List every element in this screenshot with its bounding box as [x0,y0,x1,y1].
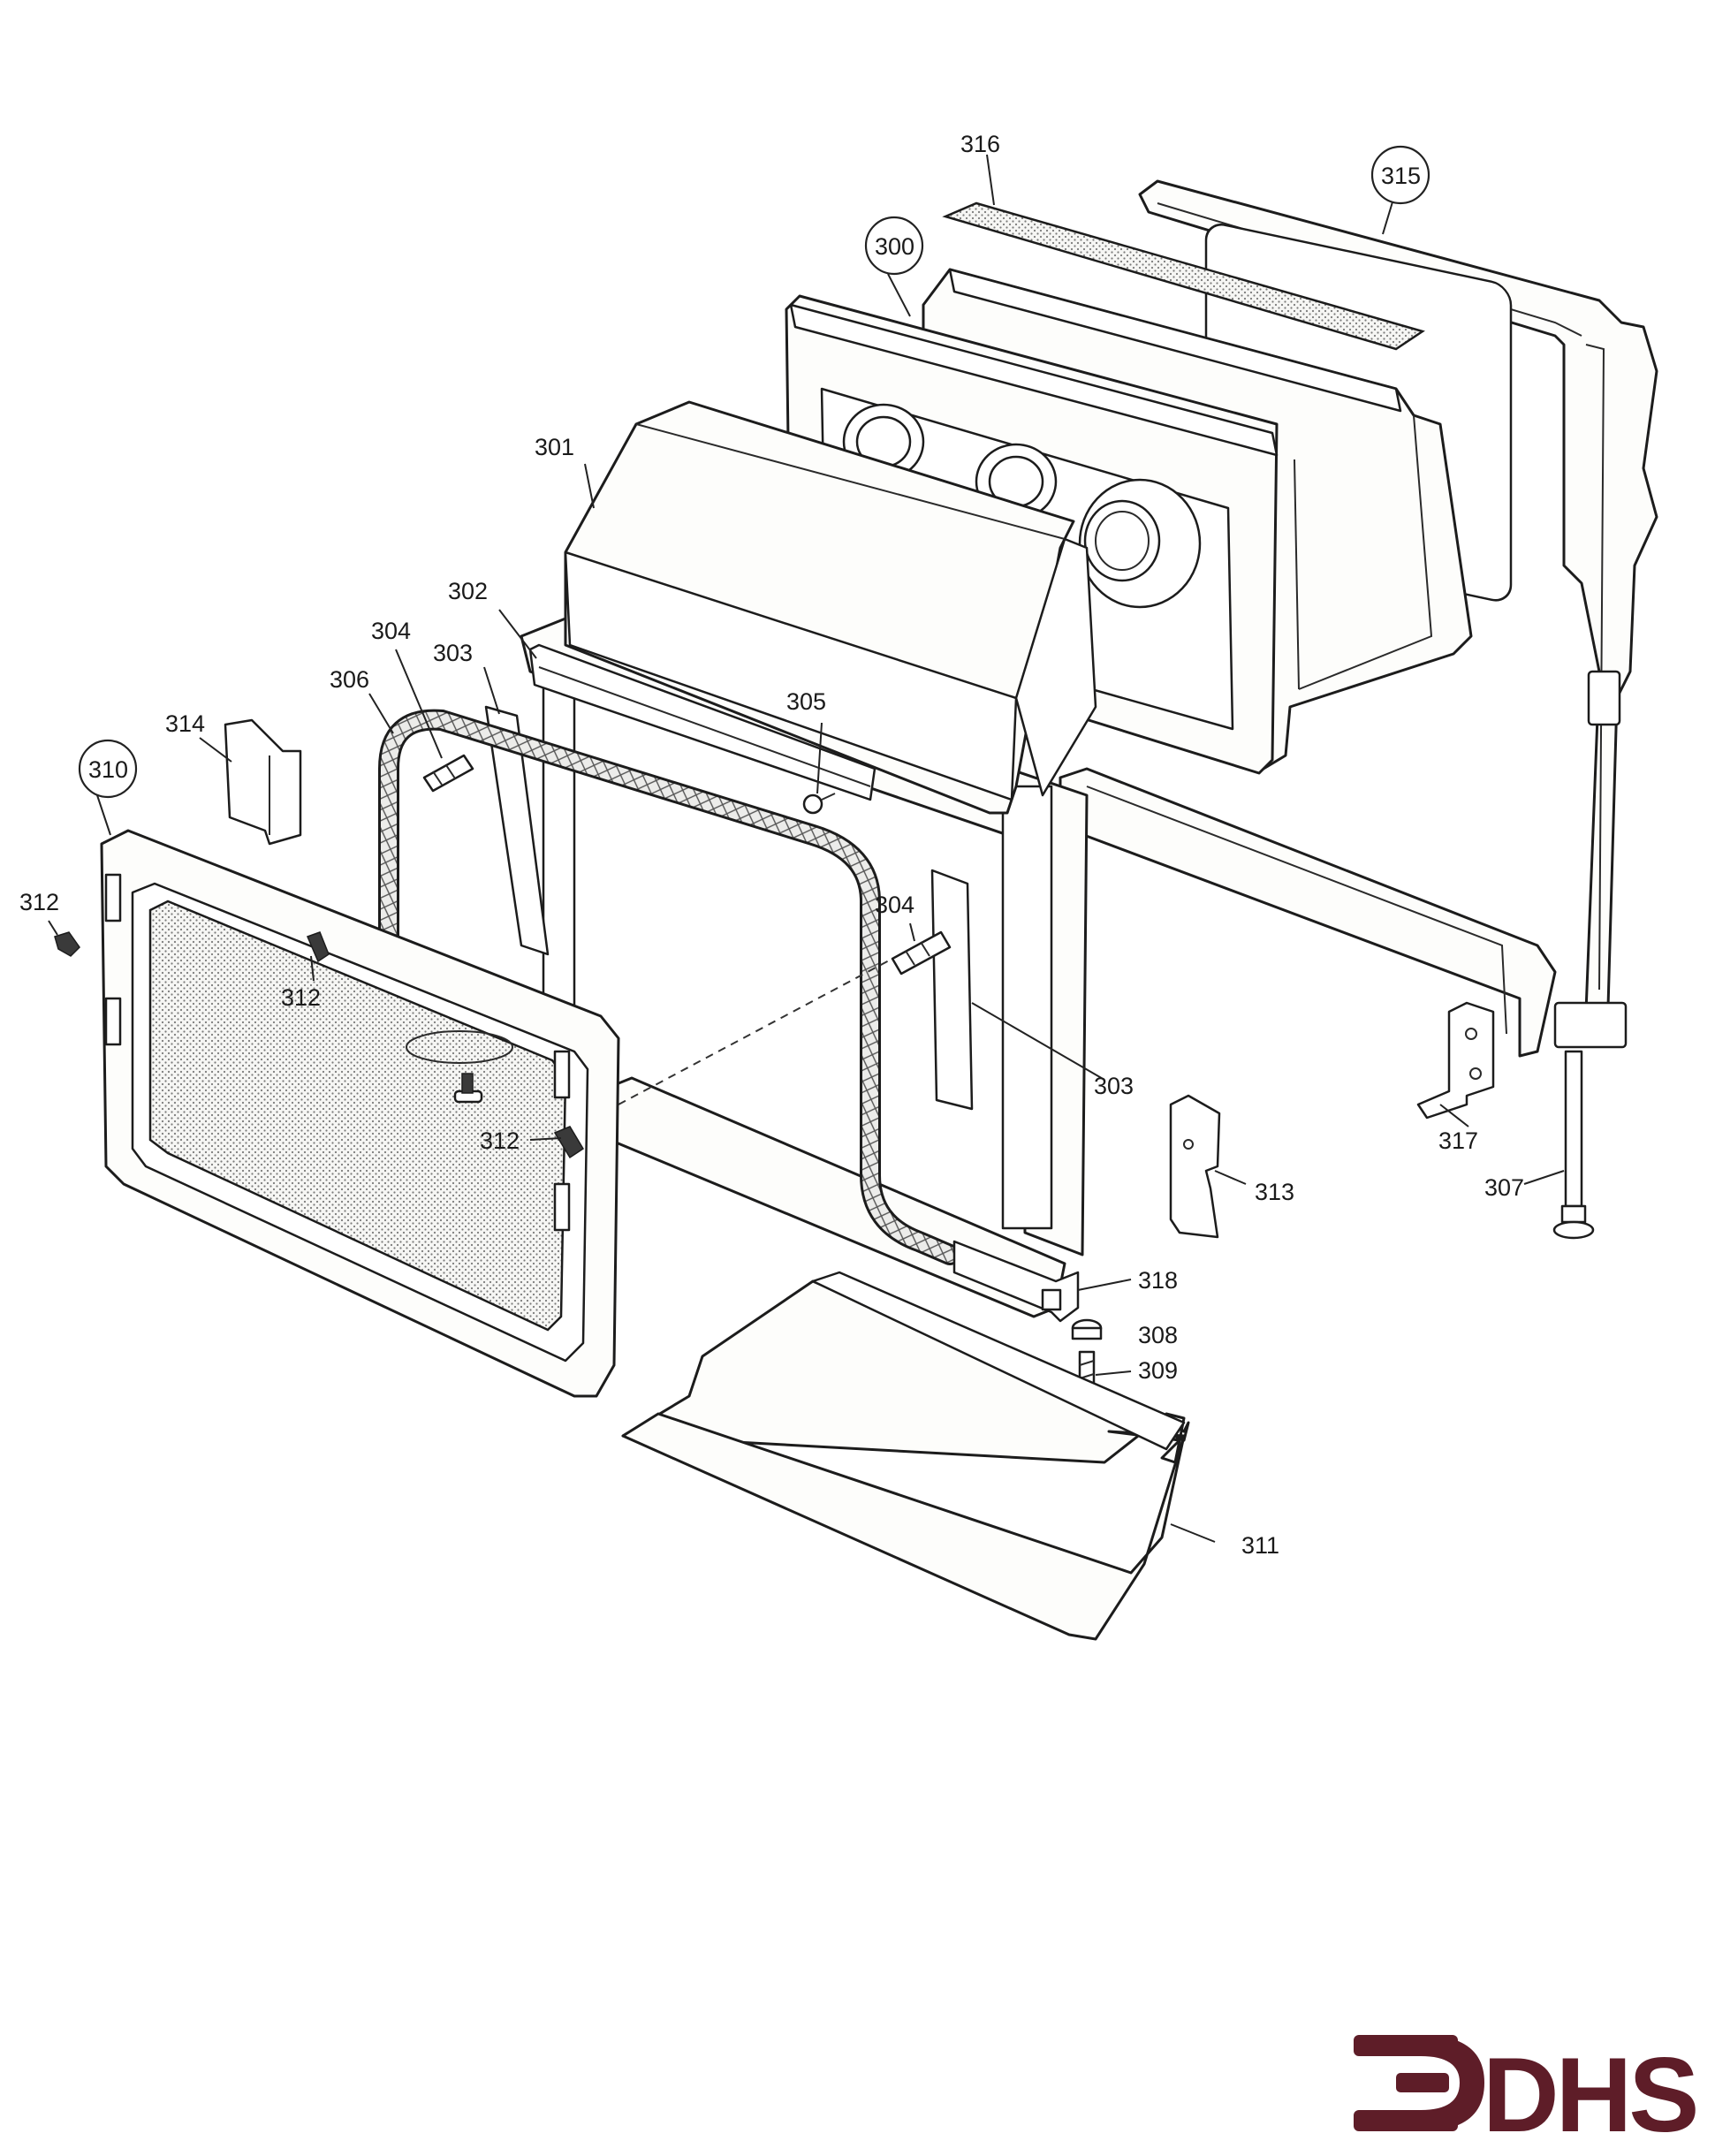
label-312-left: 312 [19,889,59,915]
label-308: 308 [1138,1322,1178,1348]
dhs-logo: DHS [1354,2035,1699,2154]
label-313: 313 [1255,1179,1294,1205]
part-304-left-stud [422,754,474,793]
label-305: 305 [786,688,826,715]
callout-circle-315 [1370,145,1430,205]
part-307-adjustable-leg [1552,1050,1595,1240]
part-312-upper-latch [306,931,330,963]
door-knob [453,1073,483,1104]
part-312-wing-nut [54,931,80,957]
label-309: 309 [1138,1357,1178,1384]
part-310-front-door-frame [100,829,620,1398]
label-315: 315 [1381,163,1421,189]
callout-circles [78,145,1430,799]
dhs-logo-text: DHS [1483,2036,1696,2154]
part-313-right-bracket [1169,1094,1221,1239]
label-304-left: 304 [371,618,411,644]
part-317-leg-bracket [1416,1001,1495,1120]
dhs-logo-mark [1354,2035,1484,2131]
label-318: 318 [1138,1267,1178,1294]
flue-openings [842,403,1202,609]
part-306-door-seal [378,709,960,1265]
label-302: 302 [448,578,488,604]
label-314: 314 [165,710,205,737]
label-317: 317 [1438,1127,1478,1154]
part-312-side-latch [553,1126,585,1159]
label-303-left: 303 [433,640,473,666]
part-311-drip-tray [621,1271,1190,1641]
part-302-top-bracket [528,643,876,801]
label-311: 311 [1241,1532,1279,1559]
part-labels: 316 300 315 301 302 304 303 306 314 310 … [19,131,1524,1559]
part-304-right-stud [891,930,952,976]
label-306: 306 [330,666,369,693]
label-312-side: 312 [480,1127,520,1154]
part-316-filter-strip [942,201,1425,351]
label-310: 310 [88,756,128,783]
label-307: 307 [1484,1174,1524,1201]
part-308-nut [1071,1318,1103,1340]
callout-circle-310 [78,739,138,799]
label-300: 300 [875,233,914,260]
part-318-lower-rail [952,1240,1080,1323]
part-303-left-hinge-strip [484,705,550,956]
label-316: 316 [960,131,1000,157]
leader-lines [48,154,1565,1543]
label-301: 301 [535,434,574,460]
part-303-right-hinge-strip [930,869,974,1111]
assembly-line [618,958,893,1105]
part-314-left-bracket [224,718,302,846]
label-312-upper: 312 [281,984,321,1011]
label-303-right: 303 [1094,1073,1134,1099]
callout-circle-300 [864,216,924,276]
part-301-top-cover [564,400,1097,815]
label-304-right: 304 [875,892,914,918]
part-305-screw [802,793,836,815]
